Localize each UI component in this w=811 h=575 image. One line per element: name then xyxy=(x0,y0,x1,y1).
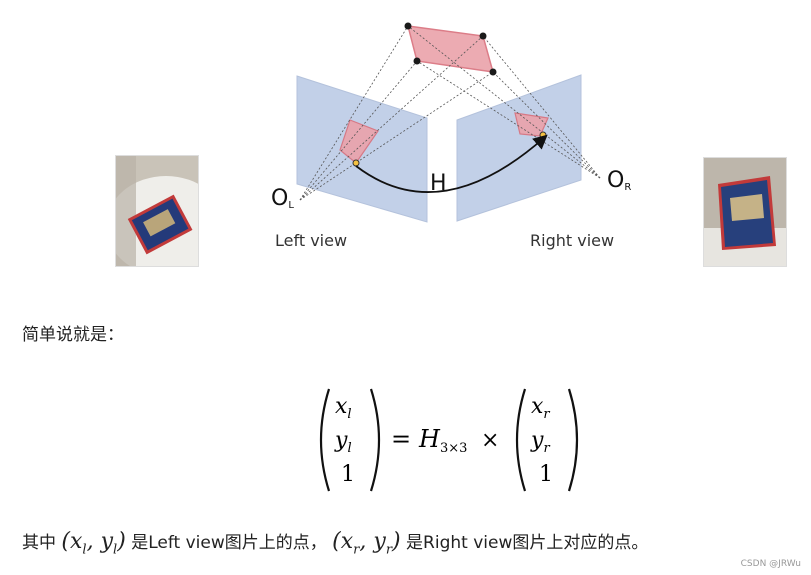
left-vector-open-paren xyxy=(319,388,331,492)
world-point xyxy=(404,22,412,30)
caption-suffix: 是Right view图片上对应的点。 xyxy=(406,533,649,553)
left-view-photo xyxy=(115,155,199,267)
right-vector-close-paren xyxy=(567,388,579,492)
right-vector-open-paren xyxy=(515,388,527,492)
right-vector-y: yr xyxy=(530,428,550,456)
homography-matrix: H3×3 xyxy=(418,425,467,456)
right-origin-subscript: R xyxy=(624,182,631,193)
right-point-notation: (xr, yr) xyxy=(332,529,401,558)
right-correspondence-point xyxy=(539,131,547,139)
homography-arrow xyxy=(355,134,548,193)
world-point xyxy=(489,68,497,76)
caption-mid: 是Left view图片上的点， xyxy=(131,533,327,553)
homography-diagram: H OL OR Left view Right view xyxy=(271,22,631,250)
left-origin-subscript: L xyxy=(288,200,294,211)
right-vector-one: 1 xyxy=(539,462,553,487)
left-point-notation: (xl, yl) xyxy=(61,529,126,558)
homography-equation: xl yl 1 = H3×3 × xr yr 1 xyxy=(319,388,579,492)
world-point xyxy=(479,32,487,40)
left-correspondence-point xyxy=(352,159,360,167)
world-plane-quad xyxy=(406,25,495,73)
left-projection-lines xyxy=(299,25,494,201)
right-vector-x: xr xyxy=(531,394,550,422)
right-origin-label: OR xyxy=(607,168,631,193)
watermark: CSDN @JRWu xyxy=(740,559,801,569)
right-image-plane xyxy=(456,74,582,222)
right-projection-lines xyxy=(407,25,601,179)
world-point xyxy=(413,57,421,65)
left-view-label: Left view xyxy=(275,231,347,250)
left-vector-y: yl xyxy=(334,428,352,456)
left-origin-label: OL xyxy=(271,186,294,211)
equals-sign: = xyxy=(391,425,411,453)
left-vector-x: xl xyxy=(335,394,352,422)
caption-text: 其中 (xl, yl) 是Left view图片上的点， (xr, yr) 是R… xyxy=(22,528,648,557)
intro-text: 简单说就是： xyxy=(22,325,124,345)
times-sign: × xyxy=(481,428,499,453)
right-view-label: Right view xyxy=(530,231,614,250)
homography-label: H xyxy=(430,171,447,196)
right-view-photo xyxy=(703,157,787,267)
caption-prefix: 其中 xyxy=(22,533,56,553)
left-vector-close-paren xyxy=(369,388,381,492)
left-vector-one: 1 xyxy=(341,462,355,487)
